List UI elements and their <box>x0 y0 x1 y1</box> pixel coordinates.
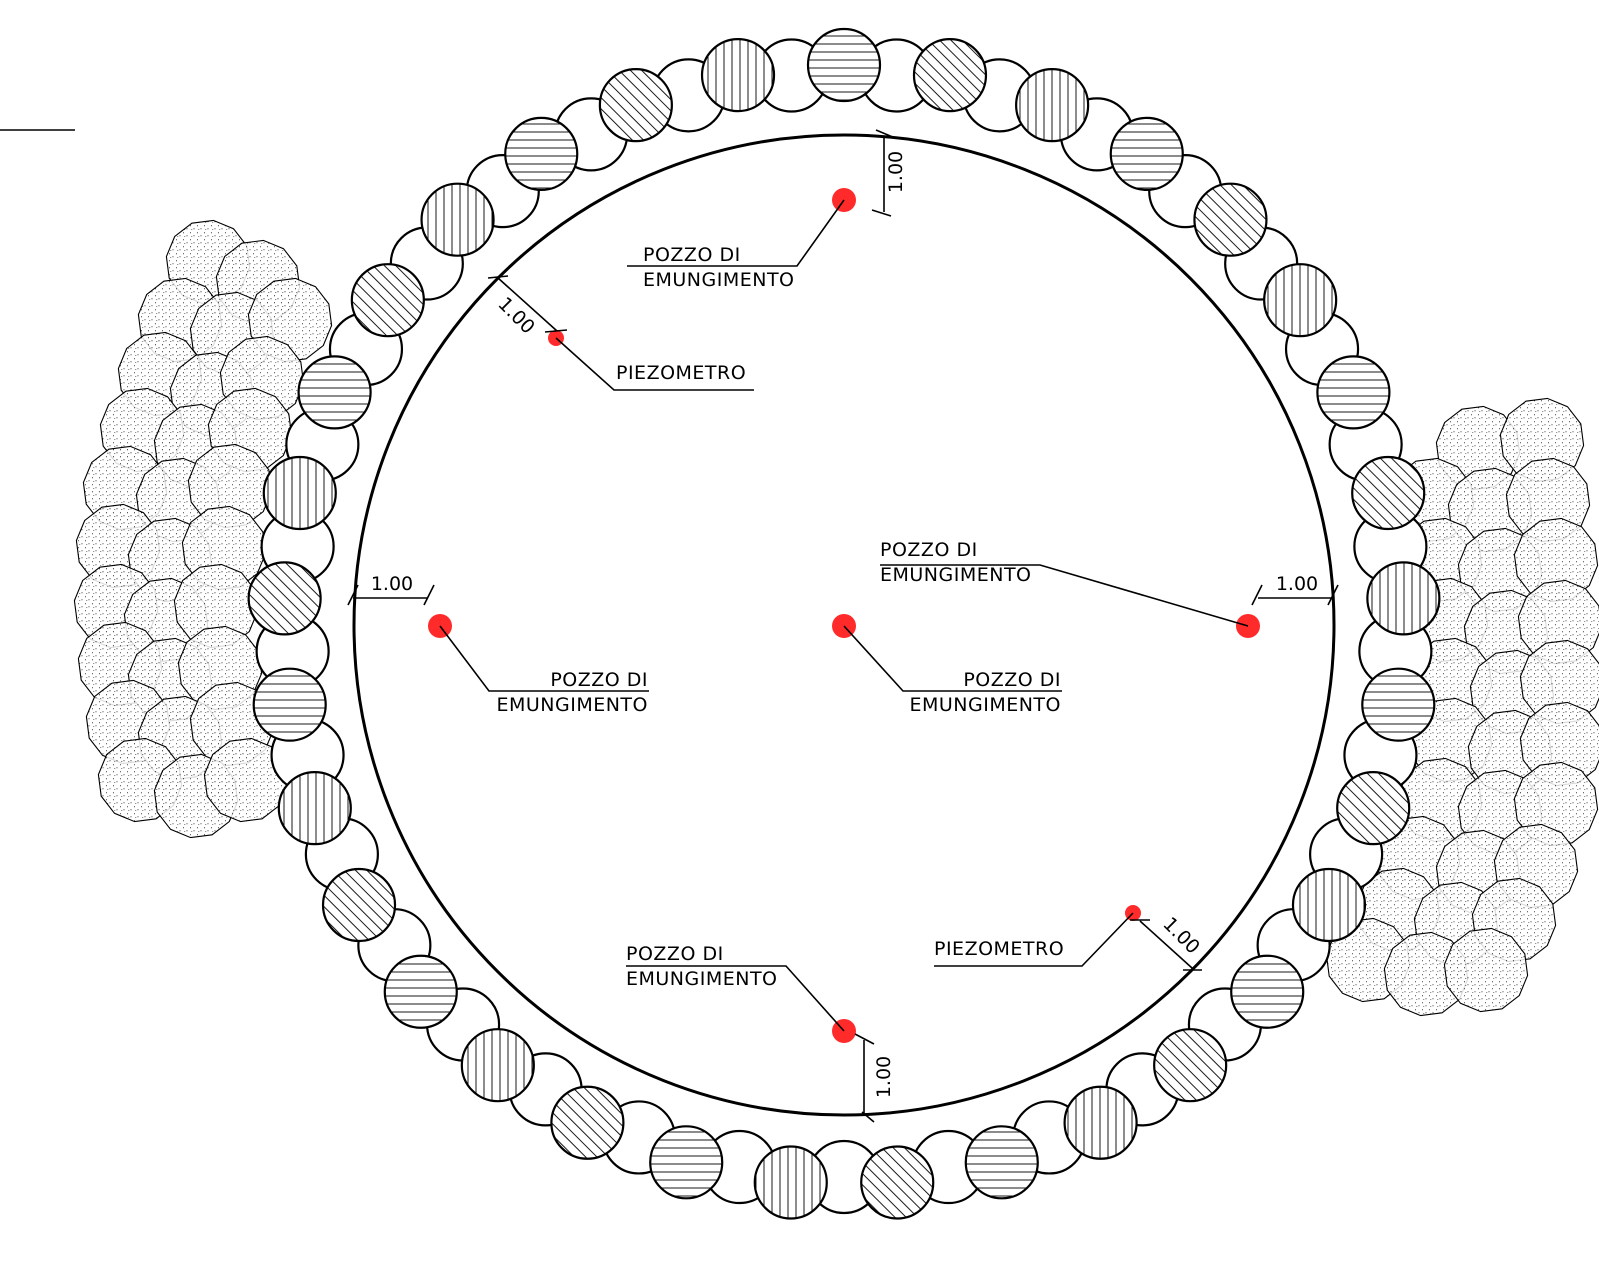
primary-pile-hatched <box>252 667 327 742</box>
primary-pile-hatched <box>1193 182 1268 257</box>
excavation-boundary-circle <box>352 133 1336 1117</box>
primary-pile-hatched <box>1063 1085 1138 1160</box>
label-piezometer-upper: PIEZOMETRO <box>616 362 746 384</box>
primary-pile-hatched <box>964 1125 1039 1200</box>
primary-pile-hatched <box>550 1085 625 1160</box>
primary-pile-hatched <box>1336 771 1411 846</box>
dimension-marks <box>347 129 1339 1123</box>
stippled-soil-cluster-left <box>73 219 333 839</box>
primary-pile-hatched <box>1316 355 1391 430</box>
label-top-well-line2: EMUNGIMENTO <box>643 269 795 291</box>
primary-pile-hatched <box>321 867 397 943</box>
label-center-well-line1: POZZO DI <box>963 669 1061 691</box>
primary-pile-hatched <box>383 954 458 1029</box>
stippled-soil-cluster-right <box>1325 397 1599 1017</box>
label-top-well-line1: POZZO DI <box>643 244 741 266</box>
primary-pile-hatched <box>420 182 495 257</box>
primary-pile-hatched <box>598 68 673 143</box>
label-right-well-line1: POZZO DI <box>880 539 978 561</box>
labels: POZZO DI EMUNGIMENTO PIEZOMETRO POZZO DI… <box>371 151 1318 1098</box>
primary-pile-hatched <box>700 38 776 113</box>
primary-pile-hatched <box>1291 867 1367 943</box>
primary-pile-hatched <box>1153 1028 1228 1103</box>
primary-pile-hatched <box>860 1145 935 1220</box>
primary-pile-hatched <box>649 1125 724 1200</box>
label-center-well-line2: EMUNGIMENTO <box>909 694 1061 716</box>
label-bottom-well-line1: POZZO DI <box>626 943 724 965</box>
primary-pile-hatched <box>297 355 372 430</box>
primary-pile-hatched <box>1015 68 1090 143</box>
label-piezometer-lower: PIEZOMETRO <box>934 938 1064 960</box>
primary-pile-hatched <box>504 116 579 191</box>
primary-pile-hatched <box>806 27 882 103</box>
dimension-upper-left: 1.00 <box>494 293 539 338</box>
dimension-right: 1.00 <box>1276 573 1318 595</box>
primary-pile-hatched <box>753 1145 828 1220</box>
wells-group <box>428 188 1260 1043</box>
stipple-blob <box>1443 927 1529 1013</box>
primary-pile-hatched <box>1366 561 1441 636</box>
primary-pile-hatched <box>912 38 988 113</box>
primary-pile-hatched <box>1361 667 1436 742</box>
primary-pile-hatched <box>1263 263 1338 338</box>
primary-pile-hatched <box>277 771 352 846</box>
leader-lines <box>439 199 1249 1032</box>
primary-pile-hatched <box>460 1028 535 1103</box>
primary-pile-hatched <box>1230 954 1305 1029</box>
label-bottom-well-line2: EMUNGIMENTO <box>626 968 778 990</box>
primary-pile-hatched <box>1351 455 1426 531</box>
label-left-well-line2: EMUNGIMENTO <box>496 694 648 716</box>
primary-pile-hatched <box>247 561 322 636</box>
dimension-top: 1.00 <box>885 151 907 193</box>
stipple-blob <box>1383 931 1469 1017</box>
dimension-lower-right: 1.00 <box>1159 913 1204 958</box>
primary-pile-hatched <box>350 263 425 338</box>
primary-piles-ring <box>247 27 1441 1220</box>
dimension-bottom: 1.00 <box>873 1056 895 1098</box>
label-left-well-line1: POZZO DI <box>550 669 648 691</box>
primary-pile-hatched <box>1109 116 1184 191</box>
primary-pile-hatched <box>262 455 337 531</box>
dimension-left: 1.00 <box>371 573 413 595</box>
label-right-well-line2: EMUNGIMENTO <box>880 564 1032 586</box>
